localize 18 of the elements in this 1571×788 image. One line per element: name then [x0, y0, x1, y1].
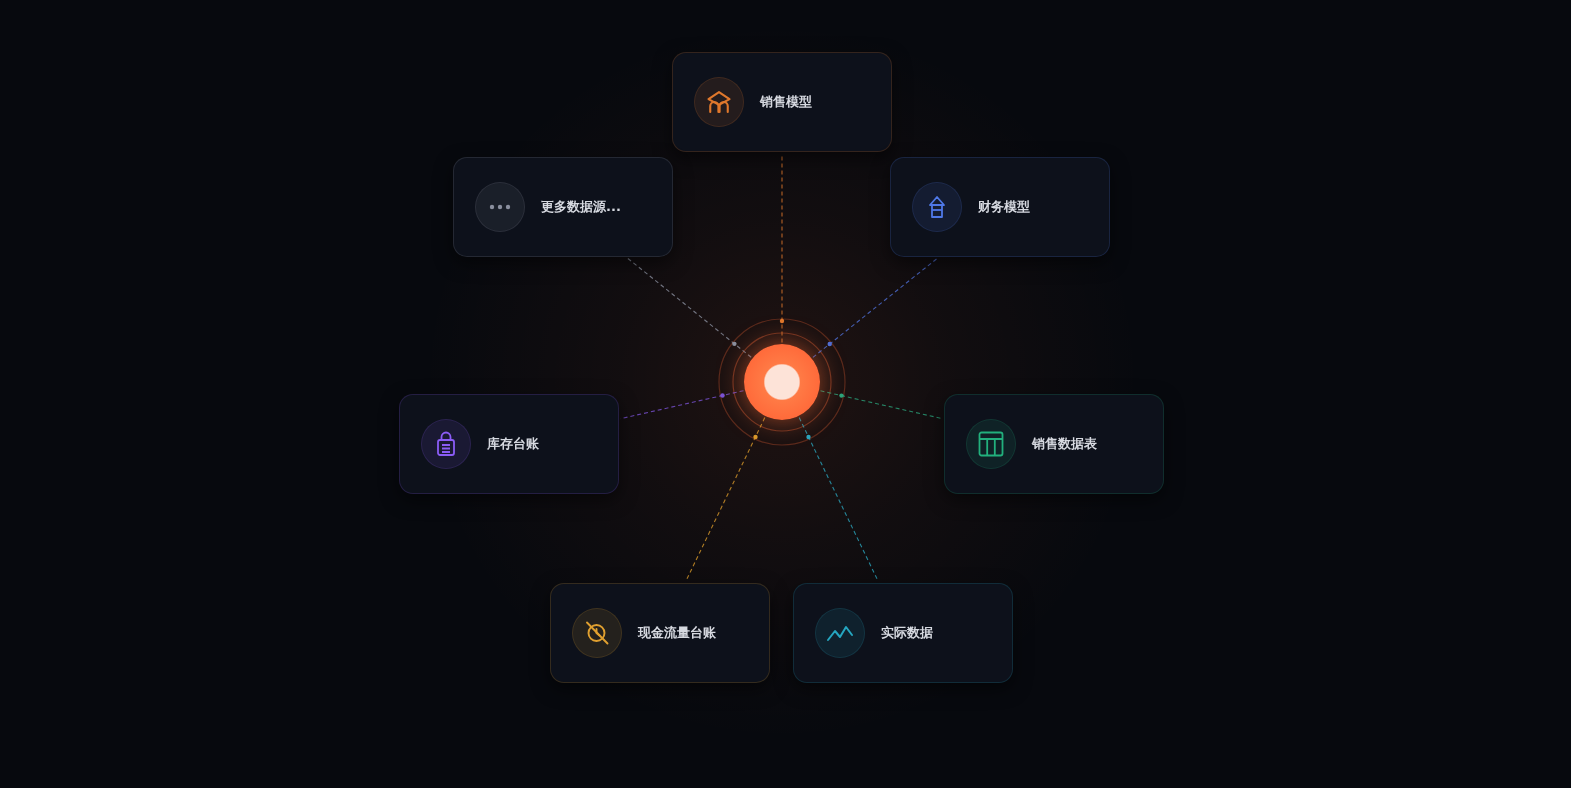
dashed-line — [619, 390, 745, 420]
node-label: 现金流量台账 — [638, 624, 716, 642]
node-label: 更多数据源... — [541, 198, 621, 216]
node-label: 库存台账 — [487, 435, 539, 453]
node-label: 财务模型 — [978, 198, 1030, 216]
node-card — [550, 583, 770, 683]
dashed-line — [627, 257, 752, 358]
node-label: 销售数据表 — [1032, 435, 1097, 453]
hub-circle — [744, 344, 820, 420]
node-card — [944, 394, 1164, 494]
node-card — [453, 157, 673, 257]
node-label: 销售模型 — [760, 93, 812, 111]
node-card — [793, 583, 1013, 683]
node-card — [890, 157, 1110, 257]
node-card — [672, 52, 892, 152]
node-label: 实际数据 — [881, 624, 933, 642]
dashed-line — [812, 257, 938, 358]
node-card — [399, 394, 619, 494]
